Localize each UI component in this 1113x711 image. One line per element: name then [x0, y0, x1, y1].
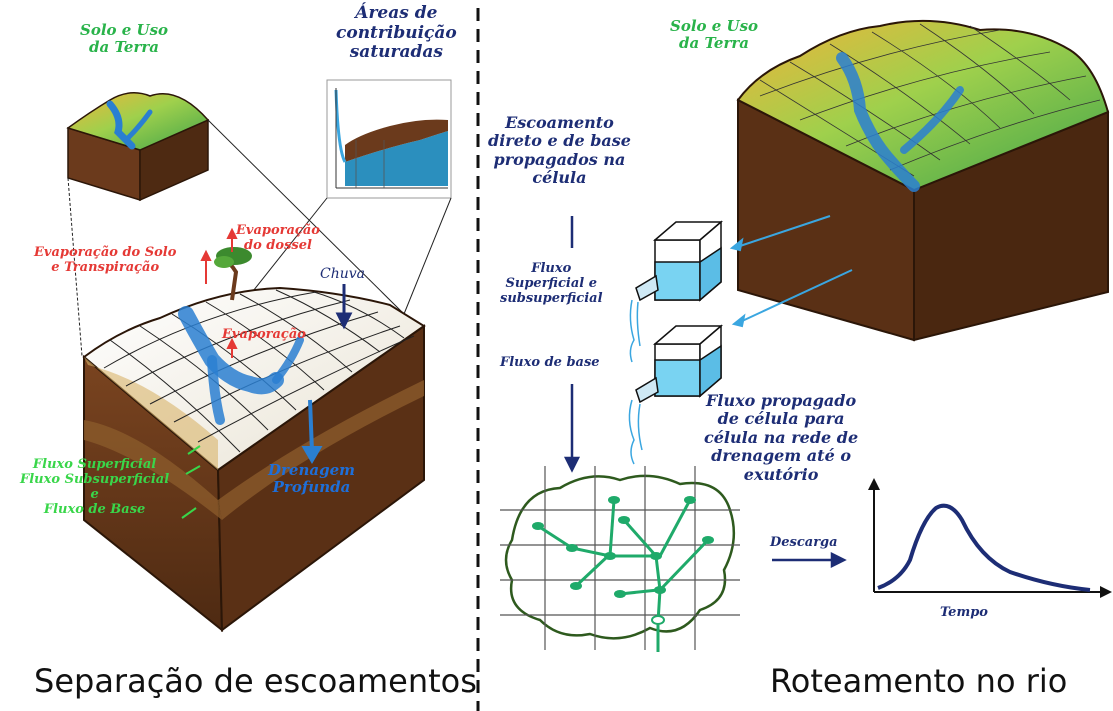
surface-subsurface-line3: subsuperficial — [500, 290, 603, 306]
propagated-flow-line4: célula — [532, 168, 587, 188]
flow-types-label: Fluxo Superficial Fluxo Subsuperficial e… — [20, 457, 170, 518]
cell-flow-line1: Fluxo propagado — [706, 391, 857, 410]
propagated-flow-line1: Escoamento — [505, 113, 614, 132]
base-tank — [635, 324, 724, 404]
right-terrain-block — [736, 19, 1110, 342]
soil-evaporation-line1: Evaporação do Solo — [34, 245, 177, 260]
right-base-flow-label: Fluxo de base — [500, 355, 600, 370]
surface-subsurface-label: Fluxo Superficial e subsuperficial — [500, 261, 603, 307]
surface-subsurface-line1: Fluxo — [531, 261, 572, 276]
left-land-use-title: Solo e Uso da Terra — [80, 21, 169, 57]
right-land-use-title: Solo e Uso da Terra — [670, 17, 759, 53]
right-land-use-title-line1: Solo e Uso — [670, 17, 759, 35]
cell-flow-line3: célula na rede de — [704, 427, 859, 447]
surface-subsurface-line2: Superficial e — [505, 275, 598, 291]
propagated-flow-line3: propagados na — [493, 149, 626, 169]
surface-tank — [635, 220, 724, 302]
left-land-use-title-line1: Solo e Uso — [80, 21, 169, 39]
canopy-evaporation-line1: Evaporação — [236, 223, 320, 238]
saturated-areas-line2: contribuição — [336, 22, 457, 43]
cell-flow-label: Fluxo propagado de célula para célula na… — [704, 391, 859, 484]
propagated-flow-label: Escoamento direto e de base propagados n… — [488, 113, 631, 188]
large-terrain-block — [82, 286, 426, 633]
soil-evaporation-label: Evaporação do Solo e Transpiração — [34, 245, 177, 276]
right-land-use-title-line2: da Terra — [679, 34, 749, 53]
left-section-title: Separação de escoamentos — [34, 662, 477, 700]
saturated-areas-line1: Áreas de — [355, 3, 438, 23]
deep-drainage-arrow — [301, 399, 323, 464]
cell-flow-line2: de célula para — [717, 409, 845, 429]
left-land-use-title-line2: da Terra — [89, 38, 159, 57]
canopy-evaporation-label: Evaporação do dossel — [236, 223, 320, 254]
and-label: e — [90, 486, 99, 502]
saturated-areas-line3: saturadas — [349, 42, 443, 63]
drainage-network — [500, 466, 740, 652]
small-terrain-block — [66, 92, 210, 202]
right-section-title: Roteamento no rio — [770, 662, 1068, 700]
subsurface-flow-label: Fluxo Subsuperficial — [20, 471, 170, 487]
saturated-areas-label: Áreas de contribuição saturadas — [336, 3, 457, 63]
soil-evaporation-line2: e Transpiração — [51, 259, 160, 275]
discharge-label: Descarga — [770, 535, 838, 550]
deep-drainage-line1: Drenagem — [268, 461, 355, 479]
hydrograph — [868, 478, 1112, 598]
canopy-evaporation-line2: do dossel — [244, 237, 312, 253]
cell-flow-line4: drenagem até o — [711, 446, 851, 466]
propagated-flow-line2: direto e de base — [488, 131, 631, 151]
evaporation-arrows — [200, 227, 238, 358]
rain-arrow — [335, 284, 353, 330]
saturated-areas-chart — [326, 79, 452, 199]
deep-drainage-label: Drenagem Profunda — [268, 461, 355, 497]
cell-flow-line5: exutório — [743, 464, 819, 484]
deep-drainage-line2: Profunda — [272, 478, 351, 497]
flow-arrows — [181, 445, 201, 519]
base-flow-label: Fluxo de Base — [43, 501, 146, 517]
tree-icon — [214, 247, 252, 301]
evaporation-label: Evaporação — [222, 327, 306, 342]
rain-label: Chuva — [320, 266, 366, 282]
time-axis-label: Tempo — [940, 605, 988, 620]
surface-flow-label: Fluxo Superficial — [32, 457, 157, 472]
